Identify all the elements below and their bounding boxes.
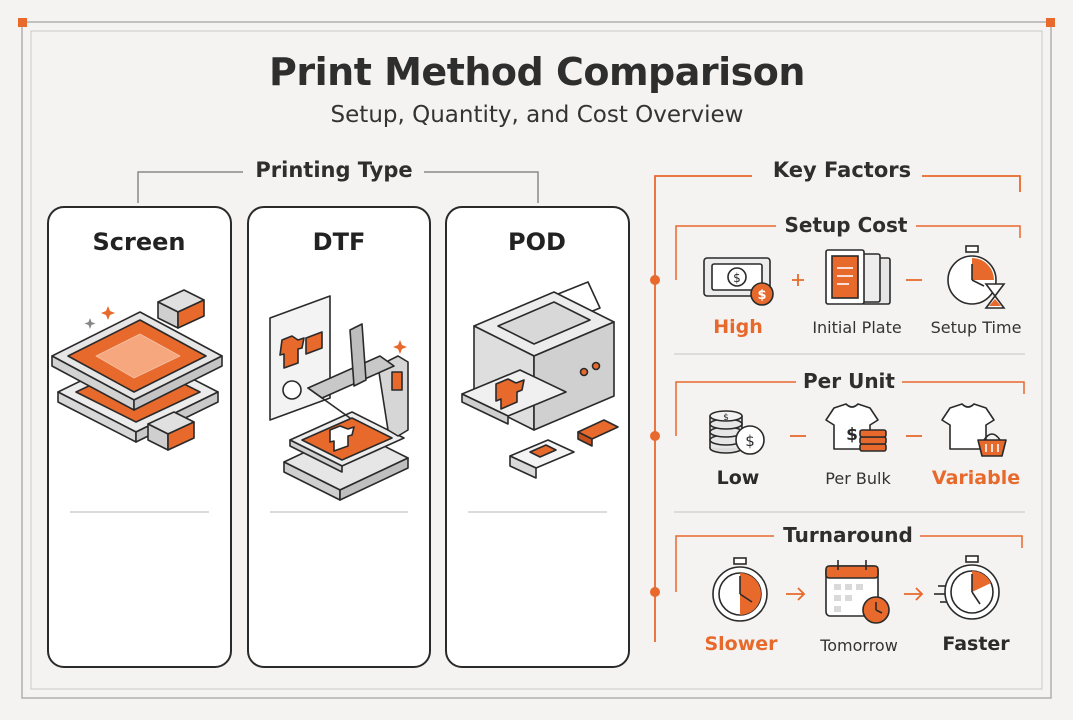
per-unit-bracket — [675, 381, 796, 436]
fast-stopwatch-icon — [934, 555, 1000, 620]
svg-text:$: $ — [745, 432, 755, 450]
column-title-screen: Screen — [92, 228, 186, 256]
corner-marker — [18, 18, 27, 27]
per-unit-label-low: Low — [716, 467, 760, 489]
money-bill-icon: $ $ — [703, 257, 774, 306]
turnaround-heading: Turnaround — [783, 523, 913, 547]
sparkle-icon — [393, 340, 407, 354]
turnaround-bracket — [675, 535, 774, 592]
calendar-clock-icon — [825, 560, 890, 624]
corner-marker — [1046, 18, 1055, 27]
column-title-pod: POD — [508, 228, 566, 256]
node-dot — [650, 587, 660, 597]
garment-printer-icon — [461, 281, 619, 479]
stopwatch-hourglass-icon — [947, 245, 1006, 309]
key-factors-spine — [654, 175, 752, 642]
printing-plate-icon — [825, 249, 891, 305]
per-unit-label-variable: Variable — [931, 467, 1021, 489]
screen-printing-frame-icon — [51, 289, 223, 451]
arrow-right-icon — [786, 587, 806, 601]
turnaround-label-tomorrow: Tomorrow — [820, 636, 898, 655]
key-factors-bracket-right — [922, 175, 1021, 192]
setup-cost-label-setup-time: Setup Time — [930, 318, 1022, 337]
printing-type-heading: Printing Type — [255, 158, 413, 182]
key-factors-heading: Key Factors — [772, 158, 912, 182]
node-dot — [650, 431, 660, 441]
arrow-right-icon — [904, 587, 924, 601]
setup-cost-label-initial-plate: Initial Plate — [812, 318, 902, 337]
printing-type-bracket-left — [137, 171, 243, 203]
heat-press-icon — [269, 295, 409, 501]
sparkle-icon — [84, 318, 96, 329]
printing-type-bracket-right — [424, 171, 539, 203]
per-unit-heading: Per Unit — [803, 369, 895, 393]
turnaround-label-slower: Slower — [704, 633, 778, 655]
svg-text:$: $ — [723, 413, 729, 423]
setup-cost-bracket — [675, 225, 776, 280]
tshirt-dollar-icon: $ — [825, 403, 887, 452]
stopwatch-icon — [712, 557, 768, 622]
svg-text:$: $ — [846, 425, 858, 445]
tshirt-basket-icon — [941, 403, 1007, 457]
plus-icon — [792, 274, 804, 286]
setup-cost-label-high: High — [713, 316, 763, 338]
setup-cost-heading: Setup Cost — [784, 213, 908, 237]
column-title-dtf: DTF — [312, 228, 366, 256]
svg-text:$: $ — [757, 288, 766, 303]
coin-stack-icon: $ $ — [709, 410, 765, 455]
card-pod — [445, 206, 630, 668]
svg-text:$: $ — [733, 271, 741, 285]
node-dot — [650, 275, 660, 285]
page-subtitle: Setup, Quantity, and Cost Overview — [330, 102, 744, 128]
turnaround-label-faster: Faster — [942, 633, 1010, 655]
sparkle-icon — [101, 306, 115, 320]
per-unit-label-per-bulk: Per Bulk — [825, 469, 891, 488]
page-title: Print Method Comparison — [269, 50, 805, 94]
